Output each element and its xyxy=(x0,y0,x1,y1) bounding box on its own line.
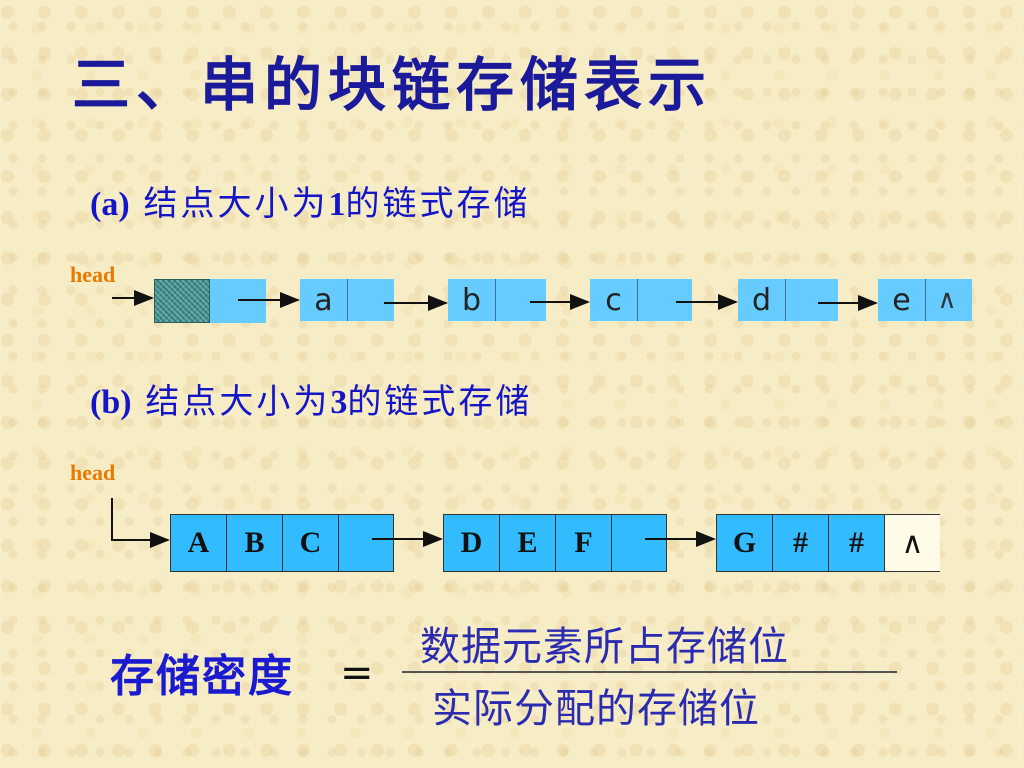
node-data: a xyxy=(300,279,348,321)
head-label-b: head xyxy=(70,460,116,485)
section-a-text-pre: 结点大小为 xyxy=(143,184,329,224)
node-data: b xyxy=(448,279,496,321)
section-b-size: 3 xyxy=(330,384,348,421)
list-b-node: D E F xyxy=(443,514,667,572)
fraction-bar xyxy=(402,671,897,673)
list-b-node-last: G # # ∧ xyxy=(716,514,940,572)
head-node-fill xyxy=(154,279,210,323)
section-a-heading: (a) 结点大小为1的链式存储 xyxy=(90,176,530,225)
node-data: e xyxy=(878,279,926,321)
section-a-label: (a) xyxy=(90,186,130,223)
section-b-text-pre: 结点大小为 xyxy=(145,382,331,422)
head-arrow-b xyxy=(111,498,170,548)
fraction-denominator: 实际分配的存储位 xyxy=(432,686,760,732)
section-a-text-post: 的链式存储 xyxy=(345,184,531,224)
node-char: F xyxy=(556,515,612,571)
null-pointer: ∧ xyxy=(937,285,957,315)
head-label-a: head xyxy=(70,262,116,287)
node-data: d xyxy=(738,279,786,321)
storage-density-label: 存储密度 xyxy=(110,651,294,702)
section-b-heading: (b) 结点大小为3的链式存储 xyxy=(90,374,532,423)
section-b-label: (b) xyxy=(90,384,132,421)
list-a-node: d xyxy=(738,279,838,321)
node-char: A xyxy=(171,515,227,571)
node-data: c xyxy=(590,279,638,321)
list-a-node: a xyxy=(300,279,394,321)
node-char: # xyxy=(773,515,829,571)
list-a-node: c xyxy=(590,279,692,321)
node-char: E xyxy=(500,515,556,571)
fraction-numerator: 数据元素所占存储位 xyxy=(420,624,789,670)
equals-sign: = xyxy=(340,650,374,696)
list-a-node-last: e ∧ xyxy=(878,279,972,321)
section-b-text-post: 的链式存储 xyxy=(347,382,533,422)
node-char: B xyxy=(227,515,283,571)
slide-title: 三、串的块链存储表示 xyxy=(72,51,713,119)
node-char: C xyxy=(283,515,339,571)
node-char: D xyxy=(444,515,500,571)
list-a-node: b xyxy=(448,279,546,321)
node-char: G xyxy=(717,515,773,571)
node-char: # xyxy=(829,515,885,571)
list-b-node: A B C xyxy=(170,514,394,572)
null-pointer: ∧ xyxy=(885,515,940,571)
section-a-size: 1 xyxy=(328,186,346,223)
